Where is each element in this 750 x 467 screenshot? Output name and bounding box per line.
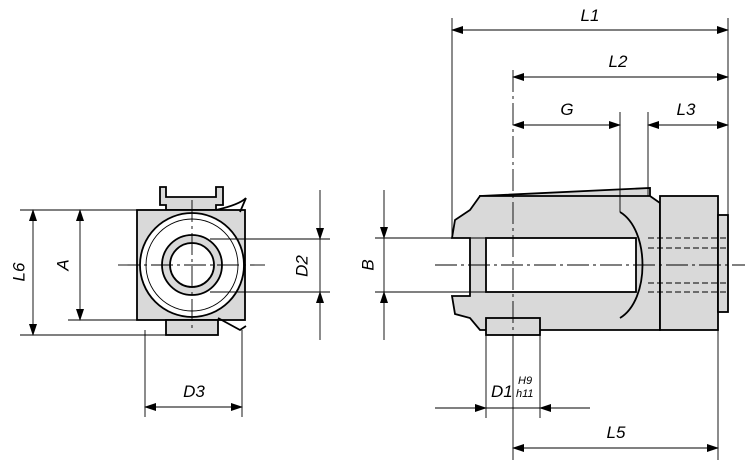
label-L2: L2: [609, 52, 628, 71]
pin-end: [659, 195, 719, 331]
dimension-A: A: [53, 209, 166, 321]
label-G: G: [560, 100, 573, 119]
dimension-L5: L5: [512, 330, 719, 460]
dimension-G: G: [512, 100, 621, 212]
pin-cap: [717, 214, 729, 313]
label-D2: D2: [292, 255, 311, 277]
label-L3: L3: [677, 100, 696, 119]
label-L1: L1: [581, 6, 600, 25]
label-D1-tol-lower: h11: [516, 388, 534, 400]
dimension-L2: L2: [512, 52, 729, 81]
label-B: B: [358, 259, 377, 270]
end-view: [118, 186, 265, 336]
spring-clip-tail: [217, 317, 247, 332]
spring-clip-arm: [215, 197, 247, 213]
dimension-D1: D1 H9 h11: [435, 335, 590, 418]
dimension-L3: L3: [647, 100, 729, 196]
dimension-B: B: [358, 190, 486, 340]
spring-clip-top: [159, 186, 224, 211]
label-D3: D3: [183, 382, 205, 401]
label-D1: D1: [491, 382, 513, 401]
label-A: A: [53, 259, 72, 271]
label-D1-tol-upper: H9: [518, 375, 532, 387]
side-view: [435, 70, 745, 345]
dimension-L1: L1: [451, 6, 729, 238]
label-L5: L5: [607, 423, 626, 442]
dimension-L6: L6: [9, 209, 166, 336]
dimension-D2: D2: [210, 190, 330, 340]
dimension-D3: D3: [144, 330, 243, 417]
label-L6: L6: [9, 262, 28, 281]
